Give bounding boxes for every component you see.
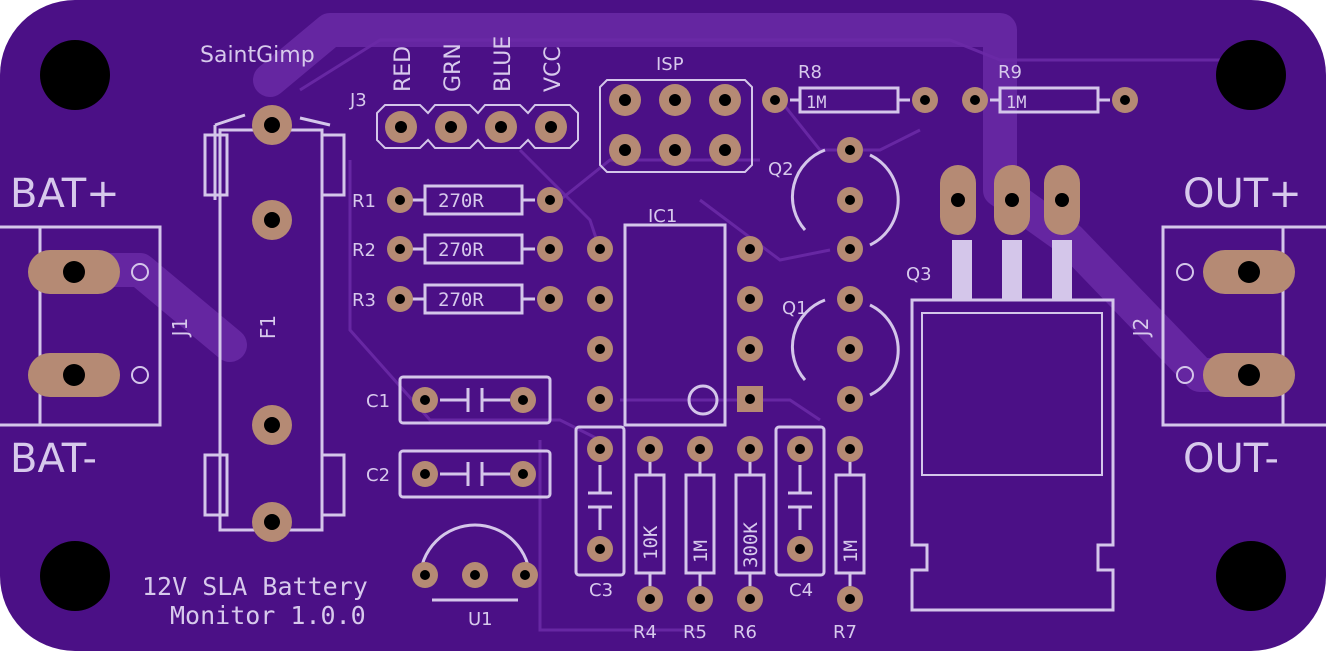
j3-pin-blue-label: BLUE [491, 36, 516, 92]
c2-label: C2 [366, 465, 390, 486]
mounting-holes [40, 40, 1286, 611]
r4-label: R4 [633, 622, 657, 643]
board-title-line1: 12V SLA Battery [142, 572, 368, 601]
r6-label: R6 [733, 622, 757, 643]
r5-label: R5 [683, 622, 707, 643]
j2-terminal: J2 [1129, 225, 1326, 427]
r1-resistor: R1 270R [352, 184, 563, 216]
r9-label: R9 [998, 62, 1022, 83]
q1-label: Q1 [782, 298, 808, 319]
c3-capacitor: C3 [574, 425, 626, 601]
r9-value: 1M [1006, 93, 1026, 113]
j3-pin-grn-label: GRN [441, 43, 466, 92]
out-plus-label: OUT+ [1183, 171, 1302, 217]
u1-label: U1 [468, 609, 493, 630]
author-label: SaintGimp [200, 43, 315, 68]
r2-resistor: R2 270R [352, 233, 563, 265]
c4-label: C4 [789, 580, 813, 601]
r8-value: 1M [806, 93, 826, 113]
j3-pin-vcc-label: VCC [541, 46, 566, 92]
r1-label: R1 [352, 191, 376, 212]
c1-capacitor: C1 [366, 375, 552, 425]
r2-value: 270R [438, 239, 484, 261]
j3-pin-red-label: RED [391, 46, 416, 92]
r7-resistor: 1M R7 [833, 436, 866, 643]
r4-value: 10K [640, 525, 662, 560]
f1-label: F1 [256, 315, 280, 339]
r6-value: 300K [740, 522, 762, 568]
board-title-line2: Monitor 1.0.0 [170, 601, 366, 630]
r9-resistor: R9 1M [962, 62, 1138, 114]
c4-capacitor: C4 [774, 425, 826, 601]
j2-label: J2 [1129, 318, 1153, 339]
c1-label: C1 [366, 391, 390, 412]
mounting-hole-icon [40, 40, 110, 110]
r7-label: R7 [833, 622, 857, 643]
r2-label: R2 [352, 240, 376, 261]
c2-capacitor: C2 [366, 449, 552, 499]
bat-plus-label: BAT+ [10, 171, 120, 217]
r3-value: 270R [438, 289, 484, 311]
r4-resistor: 10K R4 [633, 436, 666, 643]
j3-label: J3 [349, 90, 367, 111]
isp-label: ISP [656, 54, 684, 75]
r8-resistor: R8 1M [762, 62, 938, 114]
mounting-hole-icon [1216, 541, 1286, 611]
q3-label: Q3 [906, 264, 932, 285]
q1-transistor: Q1 [782, 286, 900, 412]
j1-label: J1 [168, 318, 192, 339]
q2-transistor: Q2 [768, 137, 900, 262]
f1-fuse-holder: F1 [203, 105, 346, 542]
r5-value: 1M [690, 540, 712, 563]
r3-resistor: R3 270R [352, 283, 563, 315]
r6-resistor: 300K R6 [733, 436, 766, 643]
u1-regulator: U1 [412, 523, 538, 630]
mounting-hole-icon [1216, 40, 1286, 110]
r3-label: R3 [352, 290, 376, 311]
ic1-label: IC1 [648, 206, 677, 227]
r7-value: 1M [840, 540, 862, 563]
r5-resistor: 1M R5 [683, 436, 716, 643]
q3-transistor: Q3 [906, 165, 1115, 612]
q2-label: Q2 [768, 159, 794, 180]
c3-label: C3 [589, 580, 613, 601]
bat-minus-label: BAT- [10, 436, 97, 482]
j1-terminal: J1 [0, 225, 192, 427]
r1-value: 270R [438, 190, 484, 212]
r8-label: R8 [798, 62, 822, 83]
out-minus-label: OUT- [1183, 436, 1279, 482]
j3-header: J3 RED GRN BLUE VCC [349, 36, 579, 149]
ic1-chip: IC1 [587, 206, 763, 427]
mounting-hole-icon [40, 541, 110, 611]
isp-header: ISP [599, 54, 753, 173]
